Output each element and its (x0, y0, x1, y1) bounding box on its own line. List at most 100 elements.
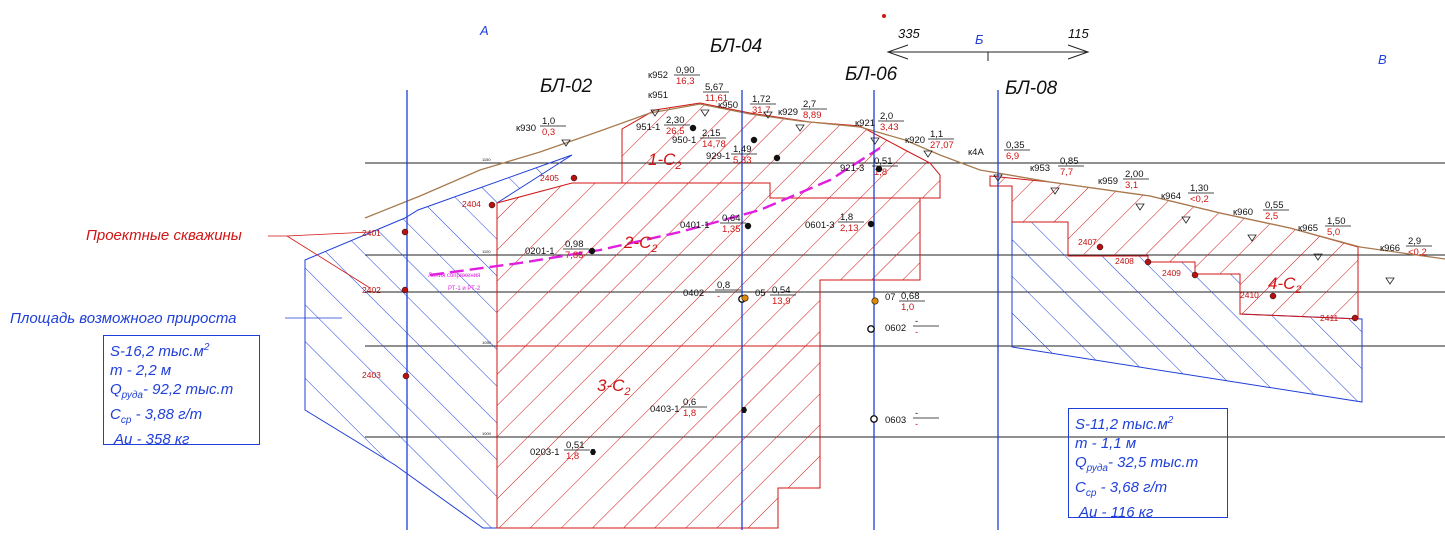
elev-label-1150: 1150 (482, 157, 491, 162)
projected-well-label: 2410 (1240, 290, 1259, 300)
azimuth-arrow: 335 115 (882, 14, 1090, 61)
well-symbol (700, 109, 710, 117)
summary-area: S-11,2 тыс.м2 (1075, 415, 1174, 433)
projected-well-label: 2405 (540, 173, 559, 183)
summary-ore: Qруда- 92,2 тыс.т (110, 381, 234, 401)
well-id: к964 (1161, 191, 1181, 202)
projected-well-label: 2411 (1320, 313, 1339, 323)
well-thickness: 2,30 (666, 115, 685, 126)
well-thickness: 0,54 (772, 285, 791, 296)
well-thickness: 1,8 (840, 212, 853, 223)
well-0401-1: 0401-10,641,35 (680, 213, 752, 235)
well-grade: 31,7 (752, 105, 771, 116)
well-thickness: 0,55 (1265, 200, 1284, 211)
summary-grade: Cср - 3,68 г/т (1075, 479, 1168, 499)
projected-well-dot (401, 228, 409, 236)
summary-gold: Au - 358 кг (114, 431, 190, 448)
projected-well-label: 2409 (1162, 268, 1181, 278)
projected-well-dot (1269, 292, 1277, 300)
well-thickness: 0,51 (566, 440, 585, 451)
well-symbol (1050, 187, 1060, 195)
well-id: 0402 (683, 288, 704, 299)
well-id: к930 (516, 123, 536, 134)
well-grade: 14,78 (702, 139, 726, 150)
well-thickness: - (915, 408, 918, 419)
well-id: 0602 (885, 323, 906, 334)
azimuth-right: 115 (1068, 26, 1089, 41)
projected-well-2405: 2405 (540, 173, 578, 183)
well-id: к966 (1380, 243, 1400, 254)
terrain-surface (364, 103, 1445, 260)
well-id: 950-1 (672, 135, 696, 146)
projected-well-2404: 2404 (462, 199, 496, 209)
well-id: к920 (905, 135, 925, 146)
well-0403-1: 0403-10,61,8 (650, 397, 747, 419)
well-grade: 1,35 (722, 224, 741, 235)
well-symbol (870, 137, 880, 145)
well-thickness: 0,51 (874, 156, 893, 167)
callout-project-wells: Проектные скважины (86, 227, 242, 244)
well-symbol (1135, 203, 1145, 211)
well-thickness: 0,6 (683, 397, 696, 408)
well-thickness: 2,9 (1408, 236, 1421, 247)
zone-label-3: 3-C2 (597, 376, 631, 398)
projected-well-dot (570, 174, 578, 182)
projected-well-label: 2408 (1115, 256, 1134, 266)
well-thickness: 0,90 (676, 65, 695, 76)
projected-well-label: 2402 (362, 285, 381, 295)
summary-thickness: m - 2,2 м (110, 362, 172, 379)
well-symbol (795, 124, 805, 132)
well-id: 0201-1 (525, 246, 555, 257)
well-thickness: 0,35 (1006, 140, 1025, 151)
well-grade: <0,2 (1408, 247, 1427, 258)
profile-lines (406, 90, 999, 530)
contact-line-label-1: Линия сопряжения (428, 273, 480, 279)
well-id: к952 (648, 70, 668, 81)
projected-well-dot (1096, 243, 1104, 251)
well-id: к960 (1233, 207, 1253, 218)
well-grade: 1,8 (566, 451, 579, 462)
projected-well-label: 2407 (1078, 237, 1097, 247)
well-symbol (588, 247, 596, 255)
well-symbol (561, 139, 571, 147)
section-label-a: А (479, 23, 489, 38)
well-id: к950 (718, 100, 738, 111)
well-thickness: 2,7 (803, 99, 816, 110)
well-grade: 5,0 (1327, 227, 1340, 238)
summary-area: S-16,2 тыс.м2 (110, 342, 210, 360)
profile-label-bl06: БЛ-06 (845, 64, 898, 85)
well-id: 929-1 (706, 151, 730, 162)
well-grade: 6,9 (1006, 151, 1019, 162)
well-id: к965 (1298, 223, 1318, 234)
well-thickness: 2,00 (1125, 169, 1144, 180)
well-thickness: 0,68 (901, 291, 920, 302)
well-symbol (650, 109, 660, 117)
well-grade: 3,1 (1125, 180, 1138, 191)
well-thickness: 0,85 (1060, 156, 1079, 167)
projected-well-dot (402, 372, 410, 380)
well-921-3: 921-30,511,8 (840, 156, 898, 178)
well-thickness: 2,0 (880, 111, 893, 122)
well-symbol (870, 415, 878, 423)
well-symbol (741, 294, 749, 302)
well-grade: 7,7 (1060, 167, 1073, 178)
well-id: 0203-1 (530, 447, 560, 458)
callout-growth-area: Площадь возможного прироста (10, 310, 237, 327)
ore-block-2 (496, 182, 921, 347)
well-grade: 3,43 (880, 122, 899, 133)
summary-grade: Cср - 3,88 г/т (110, 406, 203, 426)
projected-well-2411: 2411 (1320, 313, 1359, 323)
summary-gold: Au - 116 кг (1079, 504, 1154, 521)
